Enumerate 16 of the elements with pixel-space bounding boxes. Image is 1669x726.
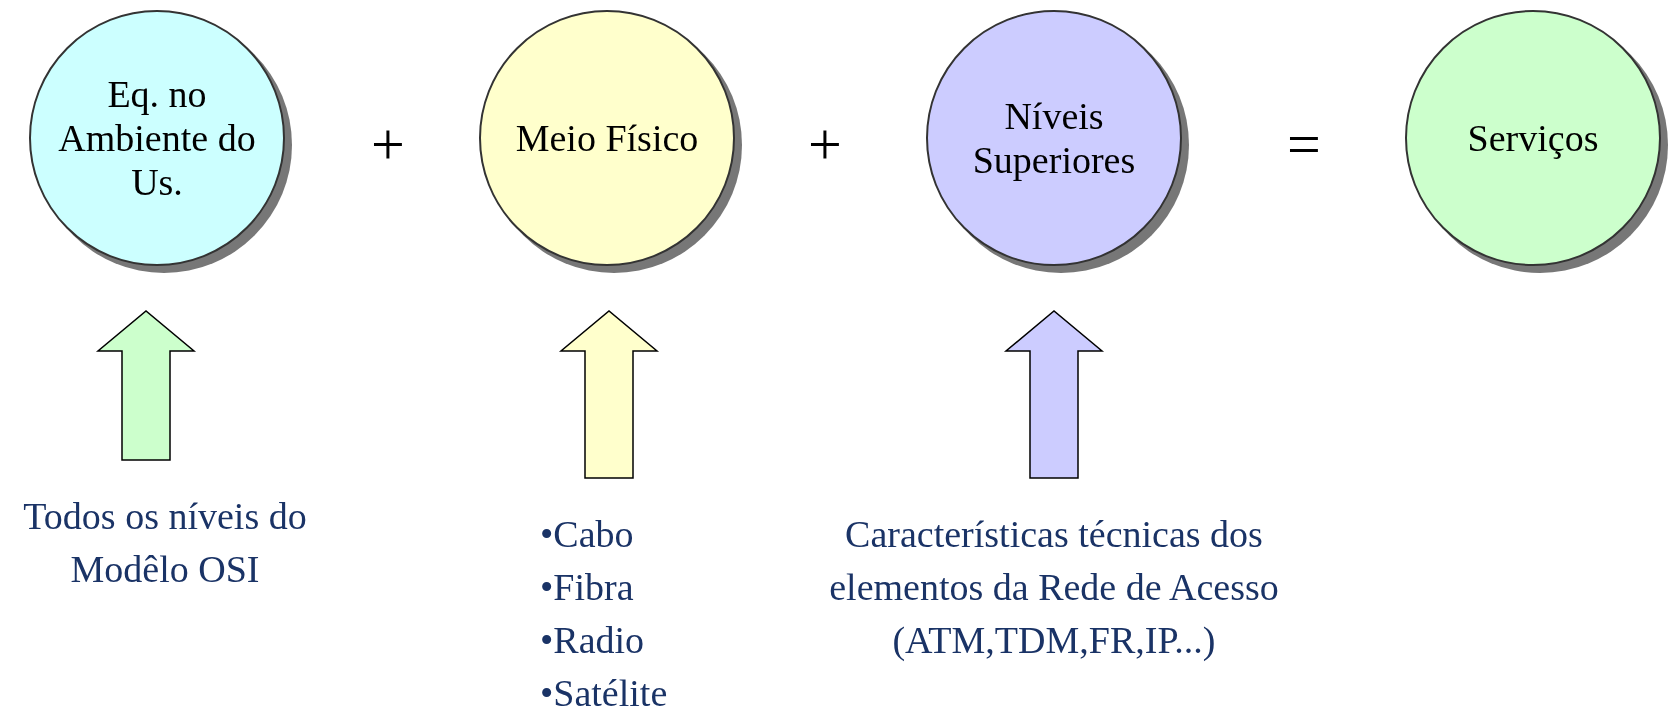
description-text: Características técnicas dos elementos da Rede de Acesso (ATM,TDM,FR,IP...) (828, 512, 1280, 663)
block-arrow (558, 310, 660, 479)
list-item: •Fibra (540, 565, 634, 610)
operator-sign: + (808, 114, 842, 174)
block-arrow (95, 310, 197, 461)
block-arrow (1003, 310, 1105, 479)
list-item: •Satélite (540, 671, 668, 716)
list-item: •Cabo (540, 512, 634, 557)
node-label: Níveis Superiores (971, 94, 1137, 182)
operator-sign: = (1287, 114, 1321, 174)
node-label: Serviços (1466, 116, 1600, 160)
description-text: Todos os níveis do Modêlo OSI (22, 494, 308, 592)
list-item: •Radio (540, 618, 645, 663)
node-label: Meio Físico (514, 116, 700, 160)
operator-sign: + (371, 114, 405, 174)
node-label: Eq. no Ambiente do Us. (57, 72, 257, 204)
